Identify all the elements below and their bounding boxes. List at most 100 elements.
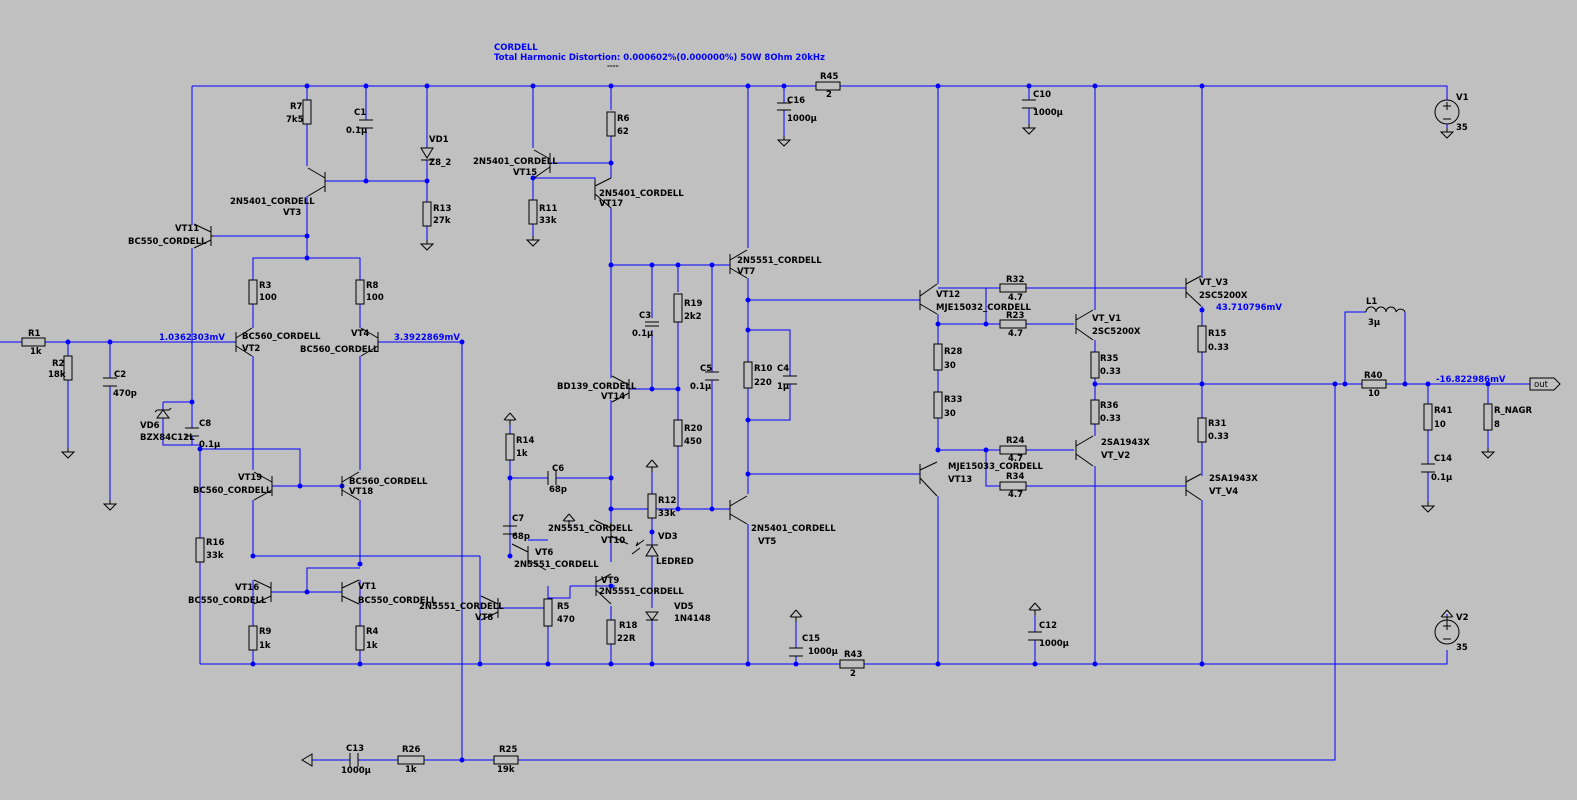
label-r16-value: 33k — [206, 551, 224, 561]
label-r34-value: 4.7 — [1008, 490, 1023, 500]
label-vd3: VD3 — [658, 532, 678, 542]
label-vt16: VT16 — [235, 583, 259, 593]
label-c13-value: 1000µ — [341, 766, 371, 776]
label-r31-value: 0.33 — [1208, 432, 1229, 442]
label-c15: C15 — [802, 634, 820, 644]
label-r34: R34 — [1006, 472, 1024, 482]
label-vt5-model: 2N5401_CORDELL — [751, 524, 836, 534]
label-r4-value: 1k — [366, 641, 378, 651]
label-c12-value: 1000µ — [1039, 639, 1069, 649]
label-r15: R15 — [1208, 329, 1226, 339]
label-vt14: VT14 — [601, 392, 625, 402]
wiring — [0, 85, 1530, 761]
net-label-output: -16.822986mV — [1436, 375, 1506, 385]
label-r43-value: 2 — [850, 669, 856, 679]
label-vd5-value: 1N4148 — [674, 614, 711, 624]
label-r12-value: 33k — [658, 509, 676, 519]
label-r33: R33 — [944, 395, 962, 405]
label-vt7: VT7 — [737, 267, 755, 277]
label-vt3-model: 2N5401_CORDELL — [230, 197, 315, 207]
label-r2: R2 — [52, 359, 65, 369]
label-vt5: VT5 — [758, 537, 776, 547]
label-vd5: VD5 — [674, 602, 694, 612]
label-vt19: VT19 — [238, 473, 262, 483]
label-r1: R1 — [28, 329, 41, 339]
label-vt11: VT11 — [175, 224, 199, 234]
label-vt-v1: VT_V1 — [1092, 314, 1121, 324]
label-c13: C13 — [346, 744, 364, 754]
label-r3-value: 100 — [259, 293, 277, 303]
label-v2: V2 — [1456, 613, 1469, 623]
label-c3: C3 — [639, 311, 651, 321]
label-r7: R7 — [290, 102, 303, 112]
label-r-nagr: R_NAGR — [1494, 406, 1532, 416]
thd-dash: ---- — [607, 62, 619, 70]
label-c4: C4 — [777, 364, 789, 374]
label-r19: R19 — [684, 299, 702, 309]
label-c16: C16 — [787, 96, 805, 106]
label-r10: R10 — [754, 364, 772, 374]
label-r14: R14 — [516, 436, 534, 446]
label-vt6: VT6 — [535, 548, 553, 558]
label-vt15-model: 2N5401_CORDELL — [473, 157, 558, 167]
label-c2: C2 — [114, 370, 126, 380]
label-r19-value: 2k2 — [684, 312, 702, 322]
label-r3: R3 — [259, 281, 272, 291]
label-r24: R24 — [1006, 436, 1024, 446]
label-vt9: VT9 — [601, 576, 619, 586]
label-r-nagr-value: 8 — [1494, 420, 1500, 430]
label-r32-value: 4.7 — [1008, 293, 1023, 303]
label-r4: R4 — [366, 627, 379, 637]
label-vt11-model: BC550_CORDELL — [128, 237, 207, 247]
label-r41: R41 — [1434, 406, 1452, 416]
capacitors — [103, 99, 1435, 767]
label-vd1: VD1 — [429, 135, 449, 145]
label-v1-value: 35 — [1456, 123, 1468, 133]
label-c14-value: 0.1µ — [1431, 473, 1452, 483]
label-r14-value: 1k — [516, 449, 528, 459]
label-r7-value: 7k5 — [286, 115, 304, 125]
net-label-output-stage: 43.710796mV — [1216, 303, 1282, 313]
label-vt13-model: MJE15033_CORDELL — [948, 462, 1044, 472]
ground-symbols — [61, 123, 1495, 513]
label-vt-v2-model: 2SA1943X — [1101, 438, 1150, 448]
label-r9: R9 — [259, 627, 272, 637]
label-vt18: VT18 — [349, 487, 373, 497]
label-vt8: VT8 — [475, 613, 493, 623]
label-vd6-value: BZX84C12L — [140, 433, 195, 443]
label-r36: R36 — [1100, 401, 1118, 411]
label-v2-value: 35 — [1456, 643, 1468, 653]
inductor-l1 — [1365, 306, 1406, 313]
label-c10: C10 — [1033, 90, 1051, 100]
label-vt-v1-model: 2SC5200X — [1092, 327, 1141, 337]
label-vt15: VT15 — [513, 168, 537, 178]
label-vd3-value: LEDRED — [656, 557, 694, 567]
output-port — [1529, 377, 1561, 391]
label-r32: R32 — [1006, 275, 1024, 285]
label-r28-value: 30 — [944, 361, 956, 371]
label-r28: R28 — [944, 347, 962, 357]
label-r36-value: 0.33 — [1100, 414, 1121, 424]
label-r16: R16 — [206, 538, 224, 548]
c13-ground-arrow — [301, 753, 313, 767]
label-vt8-model: 2N5551_CORDELL — [419, 602, 504, 612]
label-v1: V1 — [1456, 93, 1469, 103]
label-vt-v4-model: 2SA1943X — [1209, 474, 1258, 484]
label-r8: R8 — [366, 281, 379, 291]
label-r5: R5 — [557, 602, 570, 612]
label-r20-value: 450 — [684, 437, 702, 447]
junctions — [65, 83, 1491, 763]
label-r10-value: 220 — [754, 378, 772, 388]
diodes — [154, 147, 659, 621]
label-r35-value: 0.33 — [1100, 367, 1121, 377]
label-r12: R12 — [658, 496, 676, 506]
label-r25: R25 — [499, 745, 517, 755]
label-c3-value: 0.1µ — [632, 329, 653, 339]
label-vt2-model: BC560_CORDELL — [242, 332, 321, 342]
label-c6-value: 68p — [549, 485, 567, 495]
label-r18-value: 22R — [617, 634, 636, 644]
label-r41-value: 10 — [1434, 420, 1446, 430]
net-label-input: 1.0362303mV — [159, 333, 225, 343]
label-vt16-model: BC550_CORDELL — [188, 596, 267, 606]
label-r20: R20 — [684, 424, 702, 434]
